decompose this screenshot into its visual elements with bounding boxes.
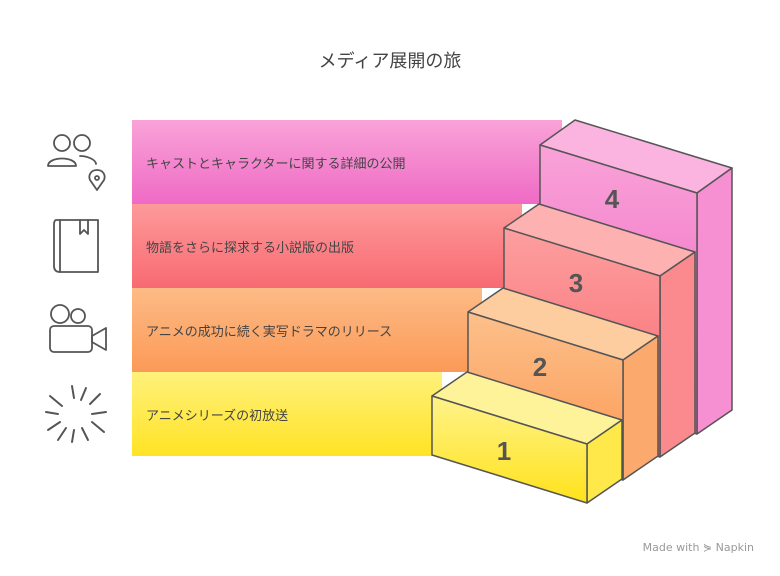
sparkle-burst-icon — [45, 385, 107, 443]
step-2-number: 2 — [533, 352, 547, 382]
step-1-band: アニメシリーズの初放送 — [132, 372, 442, 456]
step-4-label: キャストとキャラクターに関する詳細の公開 — [146, 156, 406, 172]
step-3-label: 物語をさらに探求する小説版の出版 — [146, 240, 355, 256]
step-1-label: アニメシリーズの初放送 — [146, 408, 289, 424]
book-icon — [53, 219, 99, 273]
step-3-band: 物語をさらに探求する小説版の出版 — [132, 204, 522, 288]
step-3-number: 3 — [569, 268, 583, 298]
step-4-number: 4 — [605, 184, 620, 214]
page-title: メディア展開の旅 — [318, 51, 462, 72]
step-2-label: アニメの成功に続く実写ドラマのリリース — [146, 324, 393, 340]
step-1-block — [431, 371, 623, 504]
step-2-band: アニメの成功に続く実写ドラマのリリース — [132, 288, 482, 372]
step-4-band: キャストとキャラクターに関する詳細の公開 — [132, 120, 562, 204]
made-with-napkin-credit: Made with ⋟ Napkin — [642, 541, 754, 554]
people-location-icon — [47, 134, 106, 191]
step-1-number: 1 — [497, 436, 511, 466]
video-camera-icon — [49, 304, 107, 353]
